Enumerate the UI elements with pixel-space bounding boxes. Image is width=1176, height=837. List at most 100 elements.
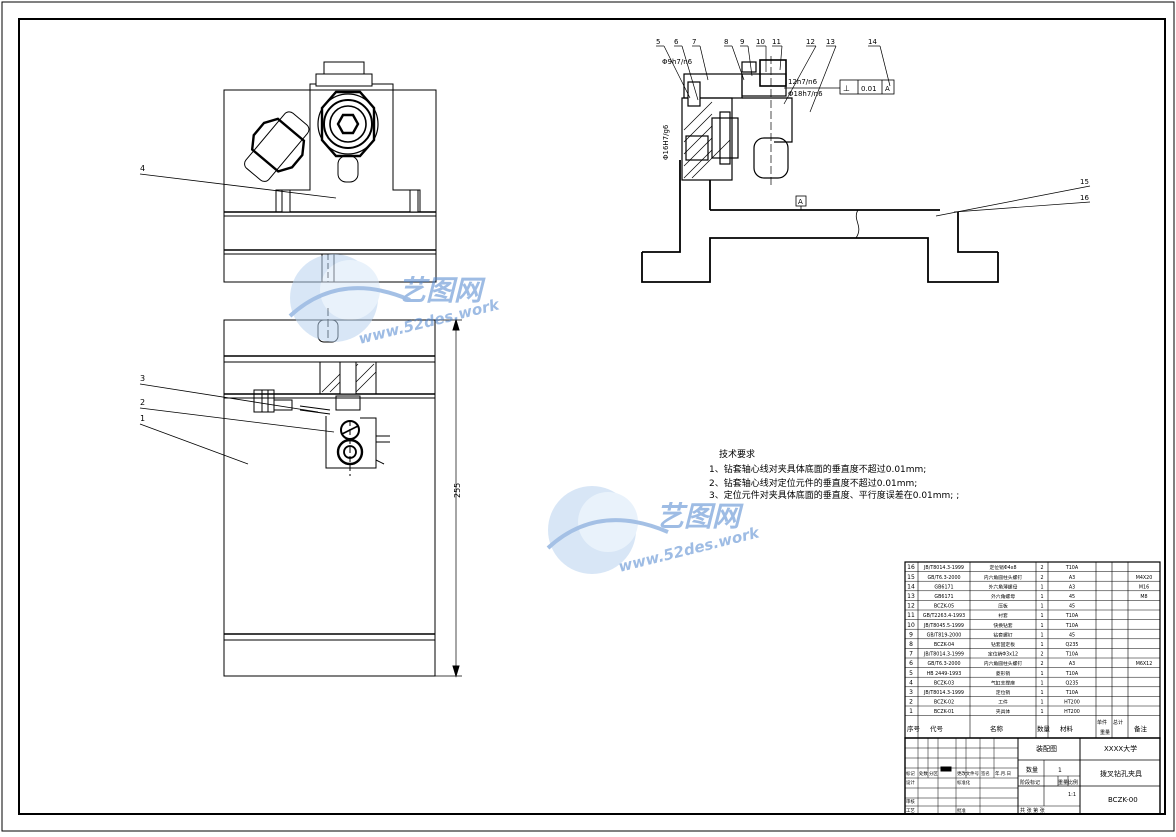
- section-view: [641, 56, 999, 283]
- fit-label-4: Φ16H7/g6: [662, 124, 670, 160]
- sheet-label: 共 张 第 张: [1020, 807, 1045, 814]
- callout-1: 1: [140, 414, 145, 423]
- bom-cell-mat: HT200: [1064, 700, 1080, 706]
- bom-cell-mat: A3: [1069, 661, 1075, 667]
- tolerance-value: 0.01: [861, 85, 877, 93]
- bom-cell-name: 钻套螺钉: [993, 631, 1012, 638]
- bom-cell-name: 快换钻套: [993, 622, 1012, 629]
- bom-cell-mat: T10A: [1065, 652, 1079, 658]
- bom-cell-mat: A3: [1069, 575, 1075, 581]
- bom-cell-code: GB/T2263.4-1993: [923, 613, 965, 619]
- bom-cell-note: M8: [1140, 594, 1147, 600]
- bom-cell-no: 4: [909, 679, 913, 686]
- callout-2: 2: [140, 398, 145, 407]
- watermark-brand-2: 艺图网: [656, 500, 744, 533]
- bom-cell-no: 3: [909, 689, 913, 696]
- callout-15: 15: [1080, 178, 1089, 186]
- bom-cell-mat: T10A: [1065, 671, 1079, 677]
- dimension-255-label: 255: [453, 483, 462, 498]
- bom-cell-no: 5: [909, 670, 913, 677]
- bom-header-note: 备注: [1134, 724, 1148, 733]
- bom-cell-qty: 2: [1040, 565, 1043, 571]
- bom-cell-name: 定位销: [996, 689, 1011, 696]
- bom-header-code: 代号: [930, 724, 944, 733]
- angled-bolt: [244, 111, 310, 182]
- bom-cell-mat: 45: [1069, 632, 1075, 638]
- bom-header-no: 序号: [907, 724, 921, 733]
- bom-cell-no: 6: [909, 660, 913, 667]
- bom-cell-name: 压板: [998, 603, 1008, 610]
- bom-cell-no: 1: [909, 708, 913, 715]
- bom-cell-no: 16: [907, 564, 915, 571]
- inner-frame: [18, 18, 1166, 815]
- tb-label-standard: 标准化: [957, 779, 971, 786]
- watermark-2: 艺图网 www.52des.work: [546, 486, 762, 576]
- bom-cell-code: GB6171: [934, 584, 953, 590]
- bom-cell-mat: 45: [1069, 604, 1075, 610]
- bom-cell-name: 夹具体: [996, 708, 1011, 715]
- tech-title: 技术要求: [719, 448, 755, 460]
- bom-cell-qty: 1: [1040, 642, 1043, 648]
- bom-header-qty: 数量: [1037, 724, 1051, 733]
- callout-10: 10: [756, 38, 765, 46]
- school-name: XXXX大学: [1104, 744, 1137, 753]
- bom-cell-qty: 2: [1040, 652, 1043, 658]
- bom-cell-qty: 1: [1040, 690, 1043, 696]
- bom-cell-mat: Q235: [1066, 642, 1079, 648]
- bom-cell-qty: 1: [1040, 604, 1043, 610]
- bom-header-name: 名称: [990, 724, 1004, 733]
- tb-label-change: 更改文件号: [957, 770, 980, 777]
- bom-cell-name: 气缸支撑座: [991, 679, 1015, 686]
- bom-cell-note: M4X20: [1136, 575, 1153, 581]
- bom-cell-qty: 1: [1040, 613, 1043, 619]
- callout-12: 12: [806, 38, 815, 46]
- callout-6: 6: [674, 38, 679, 46]
- bom-cell-code: BCZK-03: [934, 680, 954, 686]
- tb-label-sign: 签名: [981, 770, 990, 777]
- drawing-number: BCZK-00: [1108, 796, 1138, 804]
- bom-cell-no: 9: [909, 631, 913, 638]
- bom-cell-name: 内六角圆柱头螺钉: [984, 574, 1023, 581]
- bom-cell-name: 定位销Φ4x8: [989, 564, 1016, 571]
- callout-7: 7: [692, 38, 696, 46]
- top-leaders: [656, 45, 891, 113]
- callout-16: 16: [1080, 194, 1089, 202]
- bom-cell-name: 菱形销: [996, 670, 1011, 677]
- bom-cell-note: M16: [1139, 584, 1149, 590]
- bom-cell-no: 8: [909, 641, 913, 648]
- qty-value: 1: [1058, 767, 1062, 774]
- bom-cell-mat: T10A: [1065, 690, 1079, 696]
- watermark-1: 艺图网 www.52des.work: [288, 254, 502, 348]
- bom-header-mat: 材料: [1060, 724, 1074, 733]
- bom-cell-name: 外六角薄螺母: [989, 583, 1018, 590]
- bom-cell-no: 11: [907, 612, 915, 619]
- weight-label: 重量: [1058, 779, 1068, 786]
- front-view: [223, 308, 462, 678]
- bom-cell-qty: 2: [1040, 575, 1043, 581]
- bom-cell-code: BCZK-02: [934, 700, 954, 706]
- tech-line-1: 1、钻套轴心线对夹具体底面的垂直度不超过0.01mm;: [709, 463, 926, 475]
- scale-value: 1:1: [1068, 792, 1076, 798]
- tb-label-design: 设计: [906, 779, 915, 786]
- bom-cell-no: 14: [907, 583, 915, 590]
- bom-cell-code: JB/T8014.3-1999: [923, 652, 964, 658]
- right-leaders: [935, 185, 1091, 217]
- bom-cell-code: GB/T819-2000: [927, 632, 962, 638]
- callout-3: 3: [140, 374, 145, 383]
- qty-label: 数量: [1026, 766, 1038, 774]
- bom-cell-qty: 1: [1040, 594, 1043, 600]
- bom-cell-mat: T10A: [1065, 623, 1079, 629]
- bom-cell-note: M6X12: [1136, 661, 1153, 667]
- bom-cell-name: 衬套: [998, 612, 1008, 619]
- bom-cell-name: 钻套固定板: [991, 641, 1015, 648]
- bom-cell-qty: 1: [1040, 700, 1043, 706]
- bom-cell-code: BCZK-04: [934, 642, 954, 648]
- tb-label-process: 工艺: [906, 808, 915, 814]
- bom-cell-code: JB/T8014.3-1999: [923, 565, 964, 571]
- bom-cell-qty: 1: [1040, 584, 1043, 590]
- bom-cell-name: 内六角圆柱头螺钉: [984, 660, 1023, 667]
- bom-cell-qty: 1: [1040, 632, 1043, 638]
